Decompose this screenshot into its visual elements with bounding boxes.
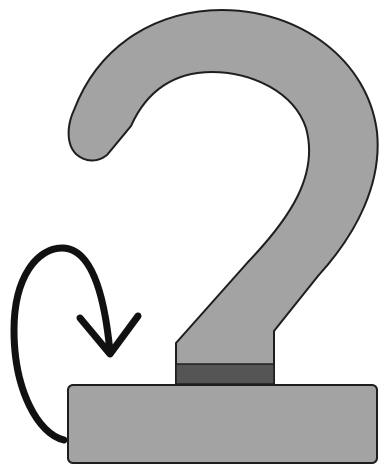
hook-icon [69,10,378,387]
hook-collar-band [176,364,274,384]
hook-base [68,385,377,463]
